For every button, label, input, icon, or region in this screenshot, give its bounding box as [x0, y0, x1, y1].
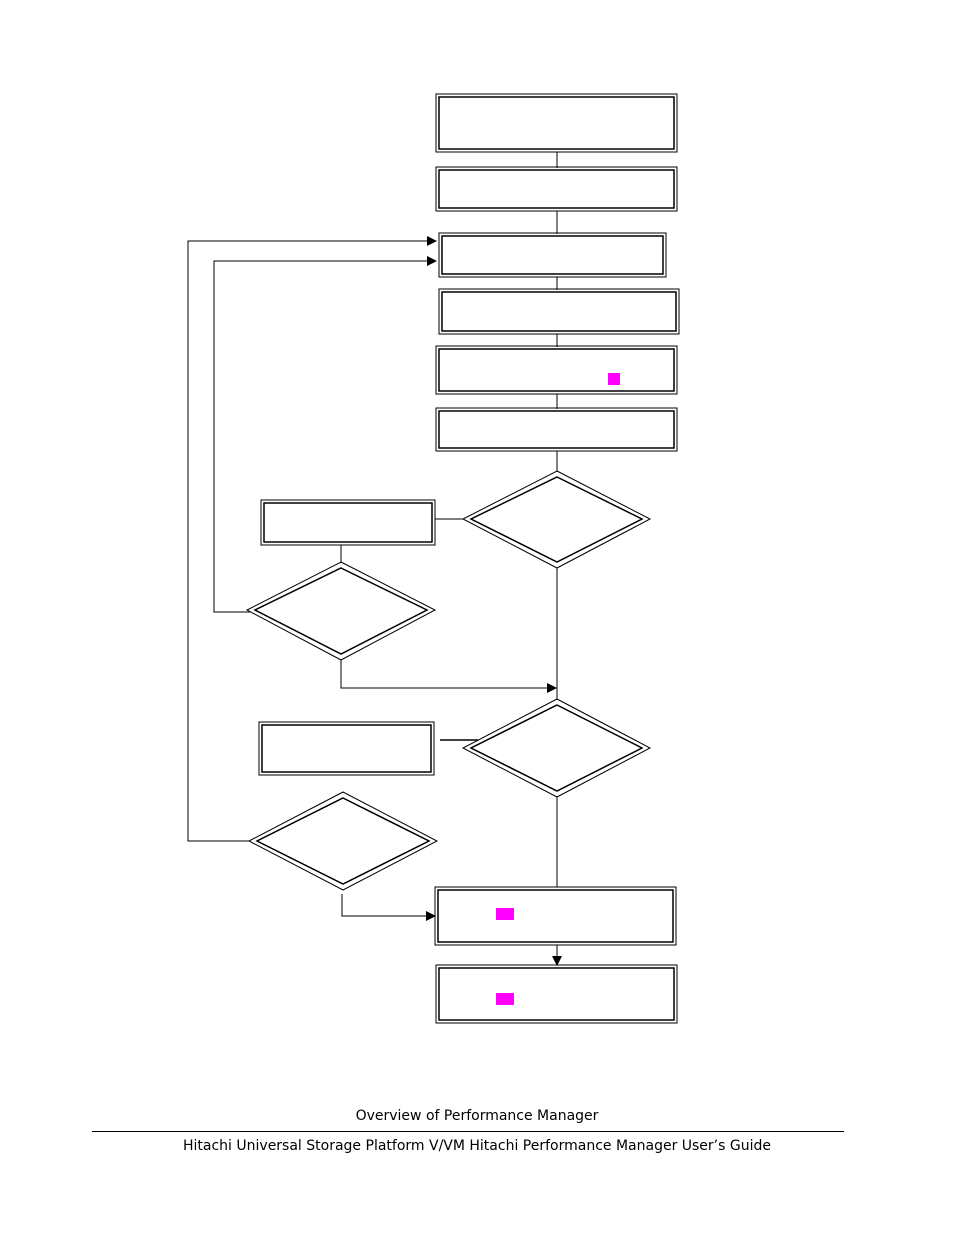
footer-divider	[92, 1131, 844, 1132]
footer-section-title: Overview of Performance Manager	[355, 1108, 599, 1124]
flow-box-6	[435, 407, 678, 452]
decision-diamond-3	[461, 698, 652, 798]
footer-guide-title: Hitachi Universal Storage Platform V/VM …	[183, 1138, 771, 1154]
decision-diamond-4	[247, 791, 439, 891]
flow-box-8	[435, 964, 678, 1024]
highlight-marker-2	[496, 908, 514, 920]
flow-box-7	[434, 886, 677, 946]
flow-box-2	[435, 166, 678, 212]
highlight-marker-1	[608, 373, 620, 385]
decision-diamond-2	[245, 561, 437, 661]
connector-decision4-to-box7	[341, 894, 436, 921]
connector-decision2-to-main	[340, 660, 557, 693]
flowchart-diagram	[187, 93, 680, 1024]
decision-diamond-1	[461, 470, 652, 569]
flow-box-5	[435, 345, 678, 395]
side-box-a	[260, 499, 436, 546]
side-box-b	[258, 721, 435, 776]
loop-outer-connector	[187, 236, 437, 842]
highlight-marker-3	[496, 993, 514, 1005]
flow-box-4	[438, 288, 680, 335]
flow-box-1	[435, 93, 678, 153]
loop-inner-connector	[213, 256, 437, 613]
flow-box-3	[438, 232, 667, 278]
